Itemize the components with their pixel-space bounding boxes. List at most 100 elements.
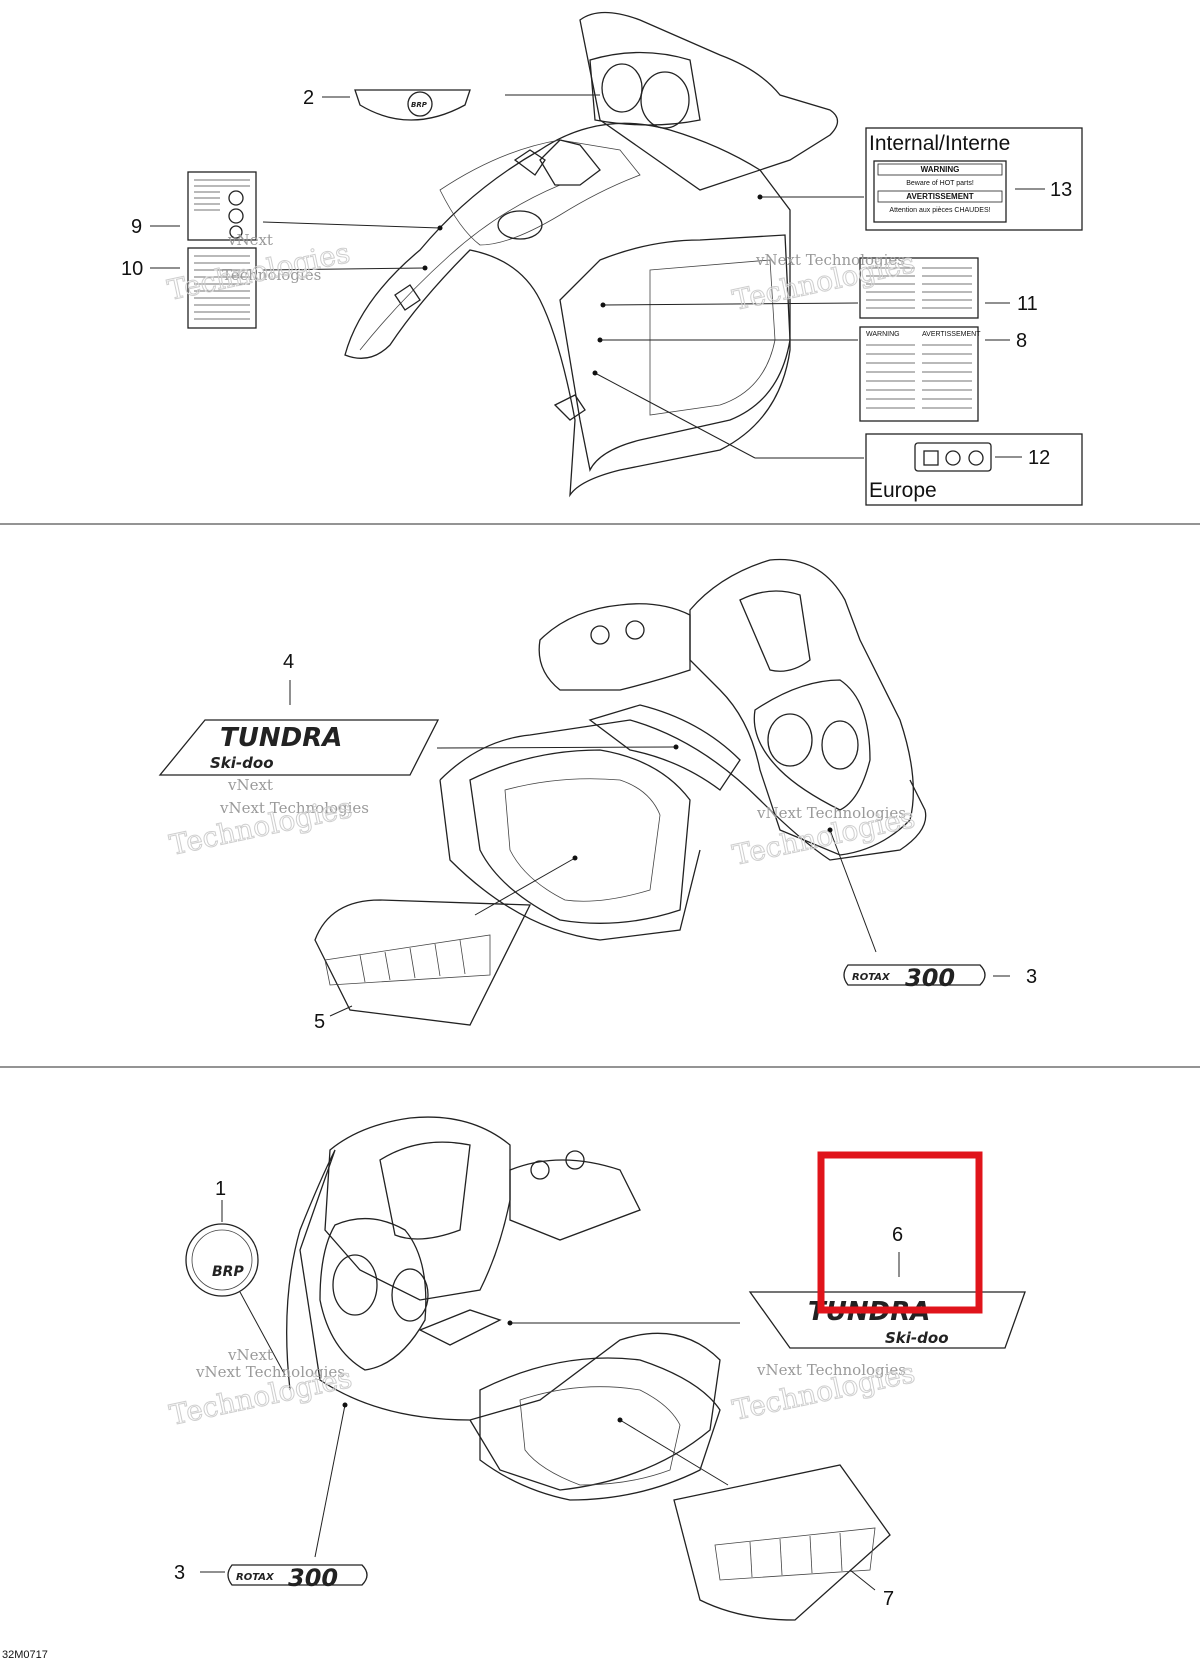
body-left — [286, 1149, 721, 1491]
decal-2-brp — [354, 89, 471, 121]
decal-12-symbol3-icon — [968, 450, 984, 466]
decal-9-symbol-icon — [228, 190, 244, 206]
watermark-3d: vNext Technologies — [756, 1361, 906, 1379]
gauge-left — [601, 63, 643, 113]
decal-13-avertissement-text: Attention aux pièces CHAUDES! — [889, 207, 990, 214]
decal-6-skidoo-text: Ski-doo — [885, 1329, 949, 1347]
console-left — [509, 1159, 641, 1241]
leader-lines-2 — [289, 680, 1010, 1017]
decal-13-warning: WARNING — [921, 165, 960, 174]
watermark-1d: vNext Technologies — [755, 251, 905, 269]
callout-5: 5 — [314, 1011, 325, 1033]
side-panel-top — [559, 234, 791, 472]
callout-8: 8 — [1016, 330, 1027, 352]
watermark-2d: vNext Technologies — [756, 804, 906, 822]
decal-7 — [673, 1464, 891, 1621]
callout-12: 12 — [1028, 447, 1050, 469]
callout-10: 10 — [121, 258, 143, 280]
gauge-right — [640, 71, 690, 129]
switch — [513, 149, 546, 176]
windshield-vent — [739, 590, 811, 672]
side-panel-inset — [504, 778, 661, 902]
callout-3-side: 3 — [1026, 966, 1037, 988]
latch-1 — [553, 394, 586, 421]
watermark-3a: vNext — [227, 1346, 273, 1364]
knob-left-2 — [565, 1150, 585, 1170]
decal-5-stripes — [359, 939, 466, 983]
decal-3-left-rotax-num: 300 — [288, 1564, 338, 1592]
latch-2 — [394, 284, 421, 311]
callout-1: 1 — [215, 1178, 226, 1200]
decal-1-brp-text: BRP — [212, 1264, 244, 1280]
decal-8-avertissement: AVERTISSEMENT — [922, 331, 981, 338]
callout-2: 2 — [303, 87, 314, 109]
section-1-console-view: BRP WARNING AVERTISSE — [121, 11, 1083, 506]
watermark-3b: vNext Technologies — [195, 1363, 345, 1381]
headlight-housing-left — [319, 1217, 427, 1371]
callout-7: 7 — [883, 1588, 894, 1610]
knob-left-1 — [530, 1160, 550, 1180]
watermark-2a: vNext — [227, 776, 273, 794]
side-panel-left-inset — [519, 1386, 681, 1486]
decal-3-rotax-text: ROTAX — [852, 972, 891, 983]
decal-6-tundra — [748, 1291, 1026, 1349]
decal-4-skidoo-text: Ski-doo — [210, 754, 274, 772]
windshield-side — [689, 558, 914, 856]
decal-13-avertissement: AVERTISSEMENT — [906, 192, 974, 201]
section-3-left-view: BRP TUNDRA Ski-doo ROTAX 300 1 3 7 — [166, 1116, 1026, 1621]
headlight-housing — [753, 679, 871, 811]
callout-13: 13 — [1050, 179, 1072, 201]
side-panel — [469, 749, 691, 924]
decal-2-logo-icon — [407, 91, 433, 117]
decal-1-ring — [191, 1229, 253, 1291]
internal-box — [865, 127, 1083, 231]
decal-9 — [187, 171, 257, 241]
decal-12 — [914, 442, 992, 472]
windshield-vent-left — [379, 1141, 471, 1240]
watermark-1b: Technologies — [222, 266, 321, 284]
headlight-left — [767, 713, 813, 767]
internal-box-title: Internal/Interne — [869, 132, 1010, 155]
section-2-side-view: TUNDRA Ski-doo ROTAX 300 4 5 3 vNext vNe… — [158, 558, 1037, 1033]
europe-box — [865, 433, 1083, 506]
console-edge-1 — [359, 184, 561, 351]
headlight-left-b — [391, 1268, 429, 1322]
decal-3-rotax-left: ROTAX 300 — [227, 1564, 368, 1592]
knob-1 — [590, 625, 610, 645]
decal-4-tundra — [158, 719, 440, 776]
callout-3-left: 3 — [174, 1562, 185, 1584]
console-body — [344, 122, 791, 498]
decal-13 — [873, 160, 1007, 223]
windshield-outline — [579, 11, 839, 191]
decal-11-lines — [866, 267, 972, 309]
gauge-pod — [589, 51, 701, 126]
leader-lines-3 — [200, 1200, 900, 1591]
callout-9: 9 — [131, 216, 142, 238]
decal-5 — [314, 899, 532, 1026]
windshield-left — [324, 1116, 511, 1301]
callout-11: 11 — [1017, 293, 1038, 315]
fuel-cap — [497, 210, 543, 240]
decal-8-warning: WARNING — [866, 331, 900, 338]
headlight-left-a — [332, 1254, 378, 1316]
decal-11 — [859, 257, 979, 319]
europe-box-title: Europe — [869, 479, 937, 502]
leader-lines-1 — [150, 94, 1045, 459]
ignition-cover — [539, 139, 601, 186]
decal-3-rotax-num: 300 — [905, 964, 955, 992]
decal-9-symbol2-icon — [228, 208, 244, 224]
decal-7-inner — [714, 1527, 876, 1581]
upper-panel — [588, 704, 741, 791]
decal-10-lines — [194, 255, 250, 320]
decal-3-rotax-side: ROTAX 300 — [843, 964, 986, 992]
decal-4-tundra-text: TUNDRA — [220, 723, 342, 753]
highlight-box — [817, 1151, 983, 1314]
console-top — [439, 139, 641, 246]
headlight-right — [821, 720, 859, 770]
knob-2 — [625, 620, 645, 640]
side-vent-left — [418, 1309, 502, 1346]
side-panel-left — [479, 1357, 721, 1501]
decal-1-brp — [185, 1223, 259, 1297]
decal-7-stripes — [749, 1532, 843, 1578]
